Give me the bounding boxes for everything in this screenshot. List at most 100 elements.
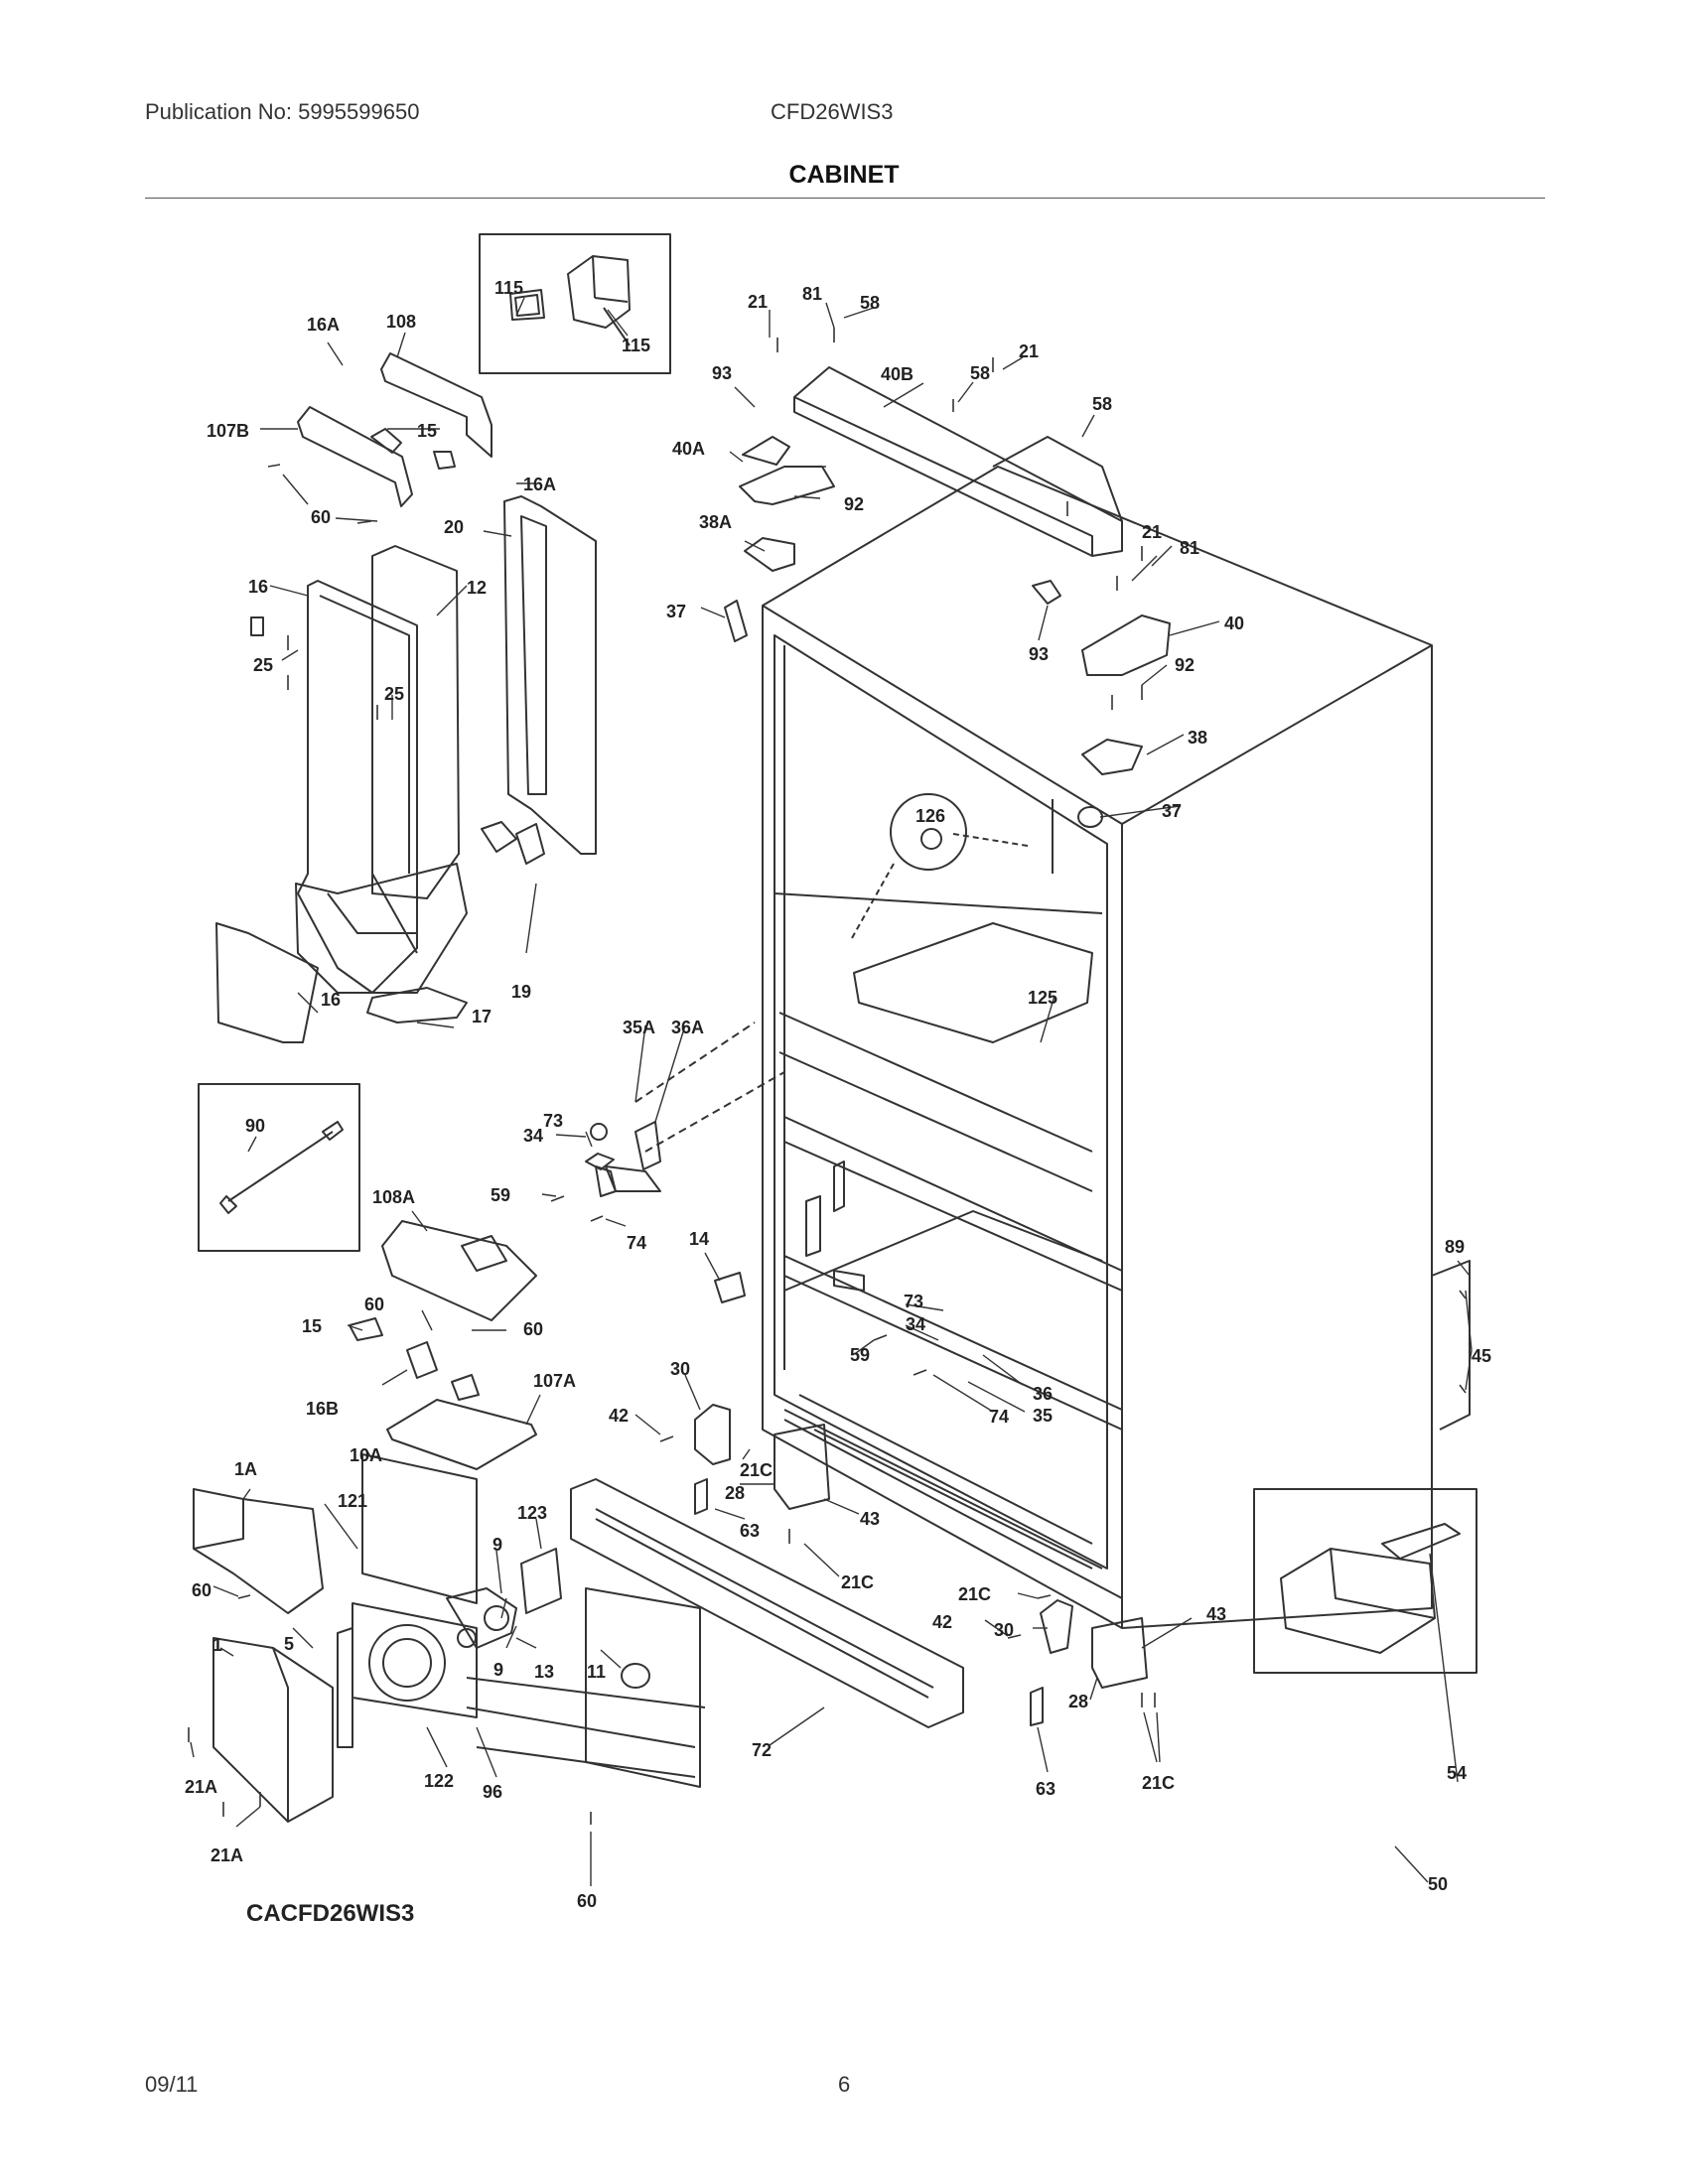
model-number: CFD26WIS3 (771, 99, 894, 124)
callout-63: 63 (1036, 1779, 1055, 1799)
callout-36: 36 (1033, 1384, 1053, 1404)
callout-74: 74 (989, 1407, 1009, 1427)
callout-54: 54 (1447, 1763, 1467, 1783)
callout-15: 15 (302, 1316, 322, 1336)
callout-21a: 21A (211, 1845, 243, 1865)
callout-15: 15 (417, 421, 437, 441)
callout-21: 21 (1142, 522, 1162, 542)
callout-59: 59 (491, 1185, 510, 1205)
callout-10a: 10A (350, 1445, 382, 1465)
callout-43: 43 (860, 1509, 880, 1529)
cabinet-body (762, 466, 1471, 1629)
lower-hinge-left (585, 1022, 785, 1303)
callout-21c: 21C (740, 1460, 773, 1480)
callout-60: 60 (577, 1891, 597, 1911)
callout-126: 126 (915, 806, 945, 826)
header-rule (145, 198, 1545, 199)
callout-21c: 21C (958, 1584, 991, 1604)
callout-60: 60 (311, 507, 331, 527)
callout-60: 60 (364, 1295, 384, 1314)
callout-58: 58 (1092, 394, 1112, 414)
callout-1a: 1A (234, 1459, 257, 1479)
callout-9: 9 (493, 1660, 503, 1680)
callout-20: 20 (444, 517, 464, 537)
callout-21c: 21C (1142, 1773, 1175, 1793)
callout-45: 45 (1472, 1346, 1491, 1366)
callout-13: 13 (534, 1662, 554, 1682)
evaporator-cover-assembly (193, 1453, 706, 1823)
callout-37: 37 (666, 602, 686, 621)
callout-16b: 16B (306, 1399, 339, 1419)
fasteners (188, 328, 1467, 1825)
callout-81: 81 (802, 284, 822, 304)
callout-16: 16 (248, 577, 268, 597)
callout-16a: 16A (523, 475, 556, 494)
callout-21: 21 (748, 292, 768, 312)
callout-92: 92 (1175, 655, 1195, 675)
callout-107a: 107A (533, 1371, 576, 1391)
inset-box-115 (479, 233, 671, 374)
callout-96: 96 (483, 1782, 502, 1802)
callout-60: 60 (192, 1580, 211, 1600)
callout-35a: 35A (623, 1018, 655, 1037)
callout-73: 73 (904, 1292, 923, 1311)
callout-74: 74 (627, 1233, 646, 1253)
callout-17: 17 (472, 1007, 492, 1026)
callout-40: 40 (1224, 614, 1244, 633)
detail-circle-126 (851, 793, 1029, 939)
callout-121: 121 (338, 1491, 367, 1511)
footer-date: 09/11 (145, 2072, 199, 2097)
section-title: CABINET (788, 161, 900, 189)
callout-92: 92 (844, 494, 864, 514)
callout-123: 123 (517, 1503, 547, 1523)
callout-38: 38 (1188, 728, 1207, 748)
kickplate-grille (570, 1478, 964, 1728)
leader-lines (190, 297, 1473, 1886)
top-hinge-assembly (724, 366, 1171, 828)
callout-30: 30 (994, 1620, 1014, 1640)
callout-63: 63 (740, 1521, 760, 1541)
callout-42: 42 (609, 1406, 629, 1426)
callout-43: 43 (1206, 1604, 1226, 1624)
callout-21a: 21A (185, 1777, 217, 1797)
callout-72: 72 (752, 1740, 772, 1760)
callout-19: 19 (511, 982, 531, 1002)
callout-21: 21 (1019, 341, 1039, 361)
callout-36a: 36A (671, 1018, 704, 1037)
callout-34: 34 (523, 1126, 543, 1146)
callout-40a: 40A (672, 439, 705, 459)
callout-11: 11 (587, 1662, 606, 1682)
callout-25: 25 (253, 655, 273, 675)
callout-59: 59 (850, 1345, 870, 1365)
callout-93: 93 (1029, 644, 1049, 664)
callout-115: 115 (494, 278, 523, 298)
callout-58: 58 (860, 293, 880, 313)
callout-38a: 38A (699, 512, 732, 532)
callout-42: 42 (932, 1612, 952, 1632)
callout-1: 1 (212, 1635, 222, 1655)
callout-28: 28 (1068, 1692, 1088, 1711)
callout-107b: 107B (207, 421, 249, 441)
callout-5: 5 (284, 1634, 294, 1654)
publication-number: Publication No: 5995599650 (145, 99, 420, 124)
callout-37: 37 (1162, 801, 1182, 821)
callout-40b: 40B (881, 364, 914, 384)
callout-35: 35 (1033, 1406, 1053, 1426)
callout-30: 30 (670, 1359, 690, 1379)
air-duct-assembly (215, 352, 597, 1043)
lower-hinge-brackets (694, 1404, 1148, 1726)
callout-125: 125 (1028, 988, 1057, 1008)
callout-122: 122 (424, 1771, 454, 1791)
callout-115: 115 (622, 336, 650, 355)
callout-34: 34 (906, 1314, 925, 1334)
diagram-code: CACFD26WIS3 (246, 1900, 414, 1927)
callout-93: 93 (712, 363, 732, 383)
callout-108: 108 (386, 312, 416, 332)
callout-12: 12 (467, 578, 487, 598)
callout-9: 9 (492, 1535, 502, 1555)
callout-58: 58 (970, 363, 990, 383)
inset-box-90 (198, 1083, 360, 1252)
inset-box-54-50 (1253, 1488, 1477, 1674)
